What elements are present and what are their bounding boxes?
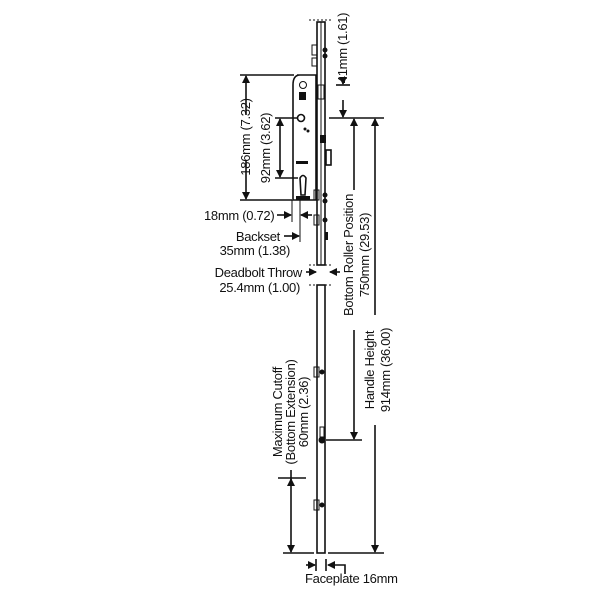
deadbolt-value: 25.4mm (1.00) [219,280,300,295]
dimension-deadbolt-throw: Deadbolt Throw 25.4mm (1.00) [215,265,340,295]
deadbolt-label: Deadbolt Throw [215,265,303,280]
dimension-backset: Backset 35mm (1.38) [220,200,301,258]
faceplate [309,19,333,554]
backset-label: Backset [236,229,281,244]
dimension-faceplate-offset: 18mm (0.72) [204,200,312,223]
dimension-max-cutoff: Maximum Cutoff (Bottom Extension) 60mm (… [270,359,384,554]
dimension-case-height: 186mm (7.32) [238,74,294,201]
dimension-handle-height: Handle Height 914mm (36.00) [362,118,393,553]
bottom-roller-icon [318,436,326,444]
cutoff-value: 60mm (2.36) [296,377,311,447]
spindle-icon [296,113,306,123]
case-height-label: 186mm (7.32) [238,98,253,175]
dimension-faceplate-width: Faceplate 16mm [305,559,398,586]
backset-value: 35mm (1.38) [220,243,290,258]
cutoff-sub: (Bottom Extension) [283,359,298,464]
spindle-cylinder-label: 92mm (3.62) [258,113,273,183]
cylinder-icon [299,174,307,196]
handle-value: 914mm (36.00) [378,328,393,412]
top-gap-label: 41mm (1.61) [335,13,350,83]
roller-label: Bottom Roller Position [341,194,356,316]
deadbolt-icon [325,149,332,166]
dimension-bottom-roller: Bottom Roller Position 750mm (29.53) [326,118,372,441]
handle-label: Handle Height [362,330,377,409]
lock-hardware [292,44,332,511]
faceplate-offset-label: 18mm (0.72) [204,208,274,223]
cutoff-label: Maximum Cutoff [270,366,285,457]
dimension-spindle-cylinder: 92mm (3.62) [258,113,298,183]
faceplate-width-label: Faceplate 16mm [305,571,398,586]
roller-value: 750mm (29.53) [357,213,372,297]
dimension-top-gap: 41mm (1.61) [329,13,384,119]
